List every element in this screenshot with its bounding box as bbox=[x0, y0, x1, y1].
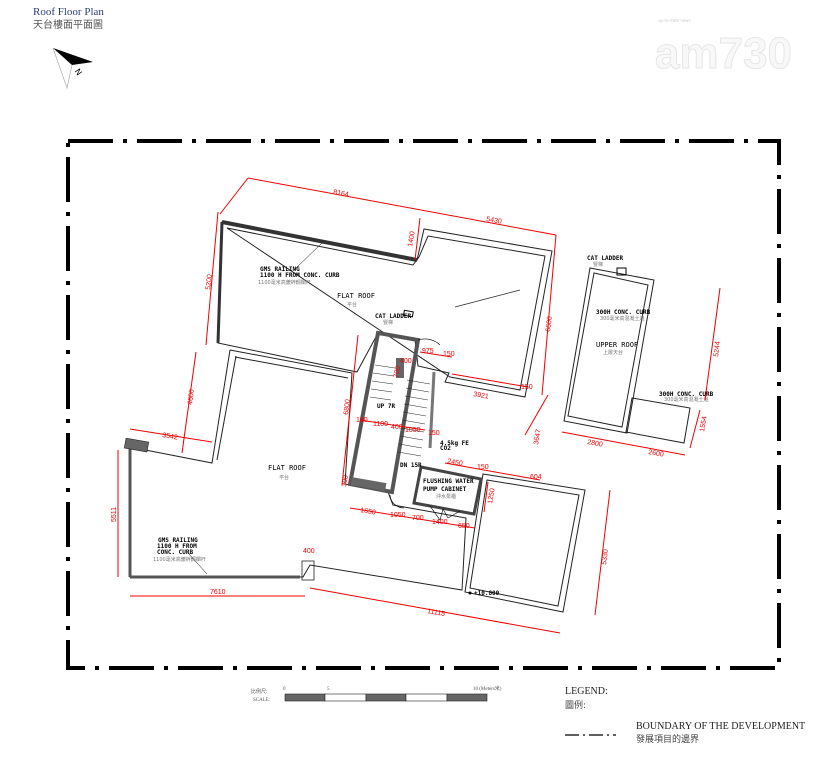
plan-title: Roof Floor Plan bbox=[33, 6, 104, 18]
stair-down-label: DN 15R bbox=[400, 462, 422, 469]
dim-label: 604 bbox=[530, 474, 542, 481]
railing-label-cn: 1100毫米高鍍鋅鋼欄杆 bbox=[258, 279, 311, 286]
scale-label-en: SCALE: bbox=[253, 698, 270, 703]
dim-label: 1554 bbox=[699, 416, 709, 433]
stair-up-label: UP 7R bbox=[377, 403, 395, 410]
dim-label: 1650 bbox=[360, 507, 377, 517]
flat-roof-lower-label-cn: 平台 bbox=[279, 474, 289, 481]
dim-label: 1050 bbox=[405, 427, 421, 434]
dim-label: 5430 bbox=[486, 216, 503, 226]
cat-ladder-label: CAT LADDER bbox=[375, 313, 412, 320]
curb-label-2: 300H CONC. CURB bbox=[659, 391, 714, 398]
dim-label: 5330 bbox=[601, 549, 610, 565]
dim-label: 5200 bbox=[205, 274, 214, 290]
curb-label-cn: 300毫米高混凝土邊 bbox=[600, 315, 645, 322]
dim-label: 6600 bbox=[545, 316, 554, 332]
dim-label: 400 bbox=[400, 358, 412, 365]
dim-label: 150 bbox=[356, 417, 368, 424]
dim-label: 1250 bbox=[487, 488, 497, 505]
dim-label: 150 bbox=[443, 351, 455, 358]
railing-label-lower-cn: 1100毫米高鍍鋅鋼欄杆 bbox=[153, 556, 206, 563]
plan-title-cn: 天台樓面平面圖 bbox=[33, 18, 103, 31]
dim-label: 1400 bbox=[432, 519, 448, 526]
pump-cabinet-label: FLUSHING WATER bbox=[423, 478, 474, 485]
extinguisher-label-2: CO2 bbox=[440, 445, 451, 452]
cat-ladder-label-2: CAT LADDER bbox=[587, 255, 624, 262]
dim-label: 300 bbox=[341, 475, 350, 488]
level-label: +10.800 bbox=[474, 590, 500, 597]
legend: LEGEND: 圖例: BOUNDARY OF THE DEVELOPMENT … bbox=[565, 686, 805, 745]
cat-ladder-label-2-cn: 豎梯 bbox=[593, 261, 603, 268]
upper-roof-label: UPPER ROOF bbox=[596, 341, 638, 349]
scale-tick-5: 5 bbox=[327, 687, 330, 692]
scale-label-cn: 比例尺: bbox=[251, 688, 267, 695]
dim-label: 150 bbox=[477, 464, 489, 471]
legend-title: LEGEND: bbox=[565, 686, 608, 697]
flat-roof-lower-label: FLAT ROOF bbox=[268, 464, 306, 472]
pump-cabinet-label-cn: 沖水泵櫃 bbox=[436, 493, 456, 500]
legend-item-boundary: BOUNDARY OF THE DEVELOPMENT bbox=[636, 721, 805, 732]
extinguisher-label: 4.5kg FE bbox=[440, 440, 469, 447]
dim-label: 700 bbox=[393, 366, 402, 379]
dim-label: 1400 bbox=[407, 231, 417, 248]
railing-label-lower-2: 1100 H FROM bbox=[157, 543, 197, 550]
curb-label-2-cn: 300毫米高混凝土邊 bbox=[664, 396, 709, 403]
dim-label: 5511 bbox=[111, 507, 118, 522]
lower-flat-roof bbox=[123, 349, 467, 591]
svg-text:up-to-date news: up-to-date news bbox=[658, 18, 691, 23]
dim-label: 650 bbox=[458, 523, 470, 530]
pump-cabinet bbox=[412, 465, 483, 521]
dim-label: 1050 bbox=[390, 512, 406, 519]
dim-label: 3647 bbox=[533, 429, 543, 446]
dim-label: 975 bbox=[422, 348, 434, 355]
dim-label: 2450 bbox=[447, 458, 464, 468]
dim-label: 400 bbox=[303, 548, 315, 555]
curb-label: 300H CONC. CURB bbox=[596, 309, 651, 316]
dim-label: 4600 bbox=[187, 389, 196, 405]
dim-label: 1100 bbox=[373, 421, 388, 428]
dim-label: 8164 bbox=[333, 189, 350, 199]
dim-label: 3921 bbox=[473, 391, 490, 401]
am730-logo: up-to-date news am730 bbox=[655, 18, 793, 79]
pump-cabinet-label-2: PUMP CABINET bbox=[423, 486, 467, 493]
legend-title-cn: 圖例: bbox=[565, 699, 586, 711]
railing-label-2: 1100 H FROM CONC. CURB bbox=[260, 272, 340, 279]
scale-bar: 比例尺: SCALE: 0 5 10 (Meters米) bbox=[251, 685, 502, 703]
dim-label: 7610 bbox=[210, 589, 226, 596]
dimension-lines bbox=[117, 177, 721, 634]
dim-label: 700 bbox=[412, 515, 424, 522]
railing-label-lower-3: CONC. CURB bbox=[157, 549, 194, 556]
dim-label: 150 bbox=[428, 430, 440, 437]
stair-core bbox=[347, 309, 441, 509]
svg-text:N: N bbox=[73, 67, 84, 77]
upper-roof bbox=[563, 267, 691, 444]
dim-label: 11115 bbox=[427, 608, 446, 618]
scale-tick-0: 0 bbox=[283, 687, 286, 692]
railing-label: GMS RAILING bbox=[260, 266, 300, 273]
development-boundary bbox=[66, 139, 781, 670]
dim-label: 150 bbox=[521, 384, 533, 391]
right-lower-roof bbox=[464, 473, 586, 613]
railing-label-lower: GMS RAILING bbox=[158, 537, 198, 544]
dim-label: 400 bbox=[391, 424, 403, 431]
legend-item-boundary-cn: 發展項目的邊界 bbox=[636, 733, 699, 745]
flat-roof-upper-label: FLAT ROOF bbox=[337, 292, 375, 300]
dim-label: 3542 bbox=[162, 432, 179, 442]
svg-text:am730: am730 bbox=[655, 29, 792, 78]
north-arrow-icon: N bbox=[52, 47, 93, 90]
dim-label: 5244 bbox=[713, 341, 722, 357]
dim-label: 2800 bbox=[587, 439, 604, 449]
upper-flat-roof bbox=[216, 220, 553, 398]
dim-label: 2600 bbox=[648, 449, 665, 459]
scale-tick-10: 10 (Meters米) bbox=[473, 685, 502, 692]
dim-label: 6800 bbox=[343, 399, 352, 415]
cat-ladder-label-cn: 豎梯 bbox=[383, 319, 393, 326]
upper-roof-label-cn: 上層天台 bbox=[603, 349, 623, 356]
dimension-labels: 8164 5430 1400 5200 6600 975 150 400 700… bbox=[111, 189, 722, 618]
flat-roof-upper-label-cn: 平台 bbox=[347, 301, 357, 308]
